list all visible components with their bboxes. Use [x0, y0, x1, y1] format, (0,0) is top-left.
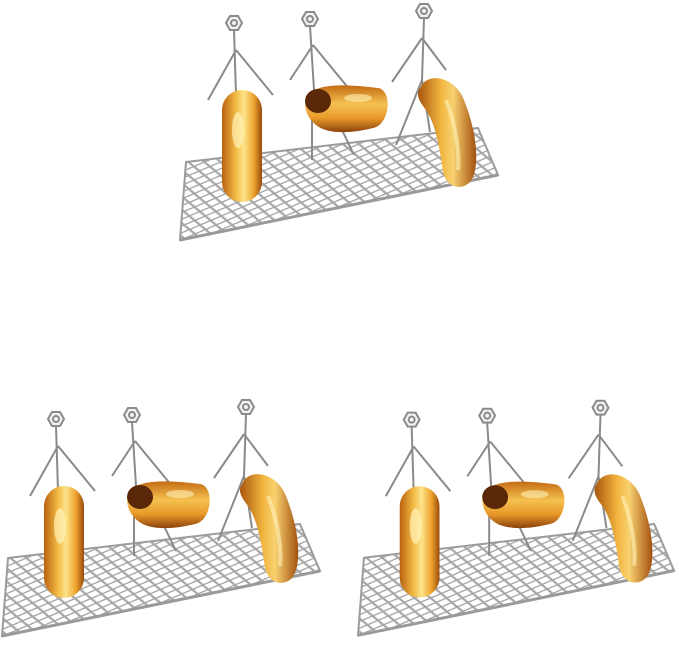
- sausage-horizontal: [482, 481, 565, 529]
- sausage-stick-figures-grill-illustration: [0, 399, 322, 638]
- stick-figure-left: [207, 15, 274, 101]
- sausage-stick-figures-grill-illustration: [356, 399, 676, 637]
- stick-figure-middle: [466, 407, 532, 556]
- sausage-horizontal: [127, 481, 210, 529]
- stick-figure-left: [29, 411, 96, 497]
- sausage-curved: [594, 474, 653, 583]
- sausage-upright: [44, 486, 84, 598]
- panel-bottom-left: [0, 396, 325, 646]
- sausage-upright: [222, 90, 262, 202]
- panel-bottom-right: [356, 396, 679, 646]
- sausage-curved: [240, 474, 299, 583]
- sausage-upright: [399, 486, 440, 598]
- stick-figure-middle: [111, 407, 177, 556]
- panel-top: [178, 0, 503, 250]
- sausage-curved: [418, 78, 477, 187]
- sausage-stick-figures-grill-illustration: [178, 3, 500, 242]
- stick-figure-middle: [289, 11, 355, 160]
- sausage-horizontal: [305, 85, 388, 133]
- stick-figure-left: [384, 411, 452, 497]
